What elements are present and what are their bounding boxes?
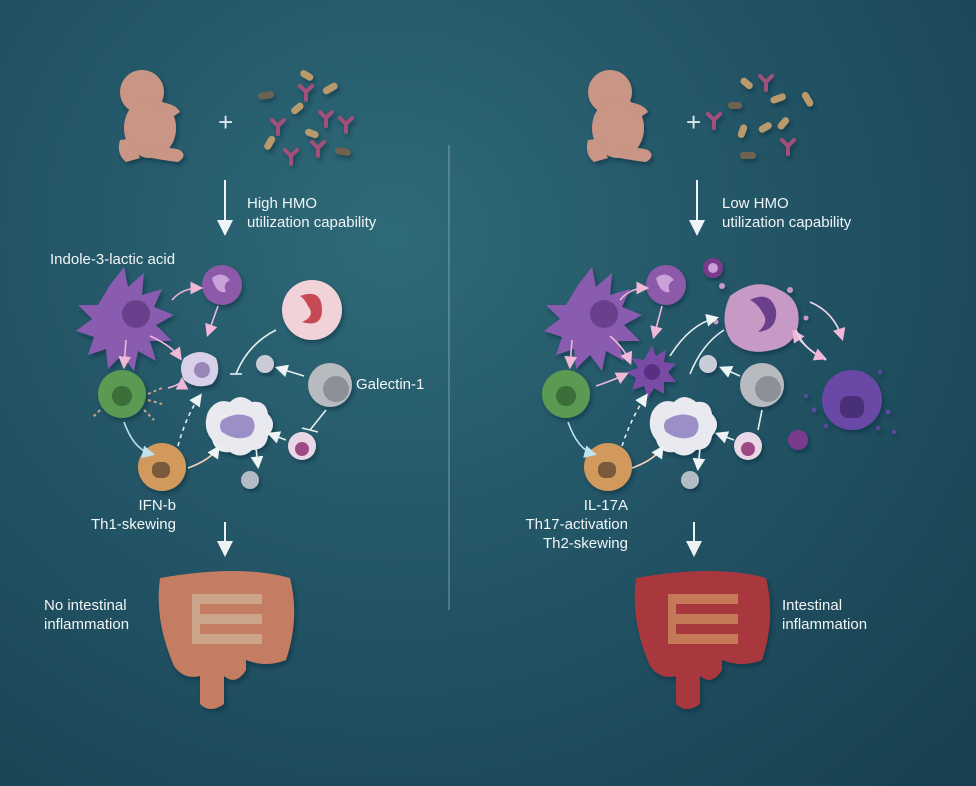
left-cytokine-label: IFN-b Th1-skewing: [80, 496, 176, 534]
dendritic-cell-left: [76, 267, 174, 371]
inflamed-colon-icon: [634, 571, 771, 709]
cell-arrows-right: [564, 281, 846, 472]
pink-cell-left: [282, 280, 342, 340]
infant-icon-right: [586, 70, 652, 162]
tiny-cell-left: [241, 471, 259, 489]
central-cell-right: [649, 397, 717, 456]
lilac-cell-left: [181, 352, 219, 387]
small-grey-cell-right: [699, 355, 717, 373]
cell-arrows-left: [118, 281, 327, 470]
purple-cell-top-left: [202, 265, 242, 305]
plus-icon-right: +: [686, 107, 701, 137]
healthy-colon-icon: [158, 571, 295, 709]
left-lectin-label: Galectin-1: [356, 376, 425, 393]
green-cell-projections-left: [91, 387, 163, 421]
left-outcome-line-1: No intestinal: [44, 597, 127, 614]
central-cell-left: [205, 397, 273, 456]
degranulating-cell-right: [804, 370, 896, 434]
right-cytokine-line-2: Th17-activation: [525, 516, 628, 533]
left-outcome-label: No intestinal inflammation: [44, 596, 129, 634]
right-mechanism-line-1: Low HMO: [722, 195, 789, 212]
right-outcome-line-1: Intestinal: [782, 597, 843, 614]
grey-cell-right: [740, 363, 784, 407]
right-outcome-line-2: inflammation: [782, 616, 868, 633]
small-dark-cell-top-right: [703, 258, 723, 278]
plus-icon-left: +: [218, 107, 233, 137]
left-outcome-line-2: inflammation: [44, 616, 130, 633]
infant-icon-left: [118, 70, 184, 162]
left-cytokine-line-1: IFN-b: [138, 497, 177, 514]
right-mechanism-line-2: utilization capability: [722, 214, 852, 231]
orange-cell-left: [138, 443, 186, 491]
left-mechanism-line-1: High HMO: [247, 195, 318, 212]
tiny-cell-right: [681, 471, 699, 489]
left-mechanism-label: High HMO utilization capability: [247, 194, 376, 232]
small-grey-cell-left: [256, 355, 274, 373]
purple-cell-top-right: [646, 265, 686, 305]
microbes-icon-right: [706, 74, 814, 159]
small-purple-cell-right: [788, 430, 808, 450]
activated-mast-cell-right: [713, 283, 809, 352]
left-metabolite-label: Indole-3-lactic acid: [50, 251, 176, 268]
left-cytokine-line-2: Th1-skewing: [90, 516, 176, 533]
right-cytokine-line-3: Th2-skewing: [542, 535, 628, 552]
green-cell-left: [98, 370, 146, 418]
left-mechanism-line-2: utilization capability: [247, 214, 377, 231]
green-cell-right: [542, 370, 590, 418]
small-pink-cell-right: [734, 432, 762, 460]
spiky-cell-right: [626, 346, 676, 398]
microbes-icon-left: [258, 70, 354, 166]
dendritic-cell-right: [544, 267, 642, 371]
right-cytokine-line-1: IL-17A: [583, 497, 628, 514]
grey-cell-left: [308, 363, 352, 407]
right-outcome-label: Intestinal inflammation: [782, 596, 867, 634]
right-cytokine-label: IL-17A Th17-activation Th2-skewing: [500, 496, 628, 553]
small-pink-cell-left: [288, 432, 316, 460]
right-mechanism-label: Low HMO utilization capability: [722, 194, 851, 232]
orange-cell-right: [584, 443, 632, 491]
